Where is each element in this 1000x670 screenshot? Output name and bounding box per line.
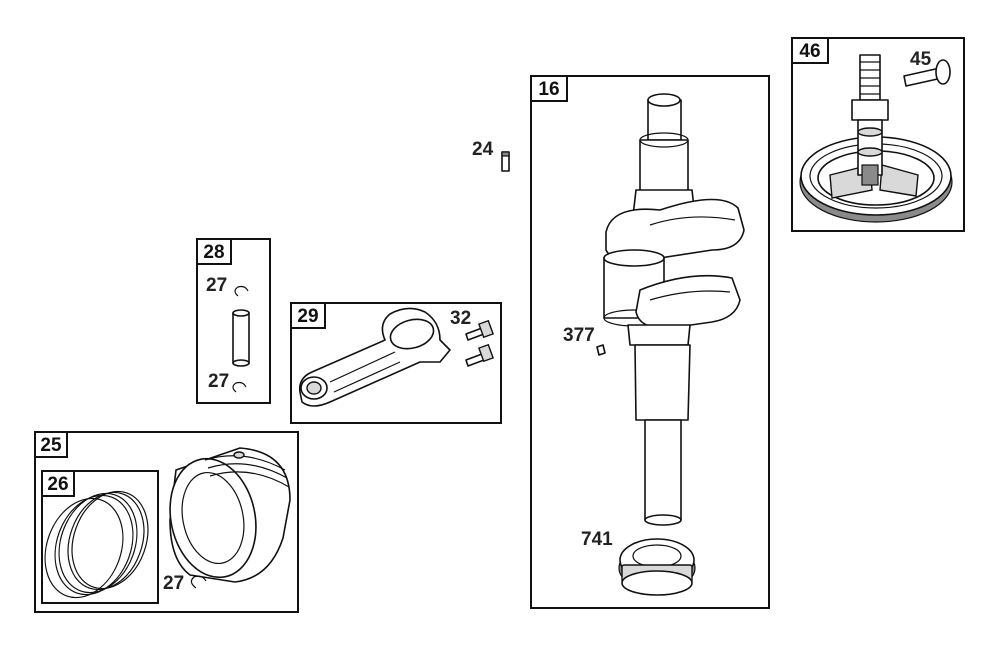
callout-377: 377 [563,325,595,346]
group-26-tag: 26 [47,474,68,495]
group-25-piston-assembly: 25 27 [34,431,299,613]
group-46-tag: 46 [799,41,820,62]
callout-27-piston: 27 [163,573,184,594]
retaining-ring-lower [232,381,247,393]
callout-45: 45 [910,49,932,70]
piston-rings [44,490,149,599]
part-24-key: 24 [472,139,510,172]
callout-741: 741 [581,529,613,550]
crankshaft [603,93,745,526]
group-28-piston-pin: 28 27 27 [196,238,271,404]
group-26-ring-set: 26 [41,470,159,604]
group-29-connecting-rod: 29 32 [290,302,502,424]
camshaft [851,54,889,186]
group-28-tag: 28 [203,242,224,263]
crank-gear [618,538,696,596]
part-377-key [596,344,606,356]
group-46-camshaft: 46 45 [791,37,965,232]
callout-27-lower: 27 [208,371,229,392]
group-16-crankshaft: 16 377 741 [530,75,770,609]
compression-release-pin [903,59,951,87]
callout-27-upper: 27 [206,275,227,296]
group-16-tag: 16 [538,79,559,100]
retaining-ring-upper [234,285,249,297]
retaining-ring [190,575,207,589]
rod-bolts [465,319,494,367]
piston [169,447,291,583]
group-29-tag: 29 [297,306,318,327]
connecting-rod [298,307,451,407]
piston-pin [232,309,250,367]
callout-24: 24 [472,139,494,160]
group-25-tag: 25 [40,435,62,456]
callout-32: 32 [450,308,471,329]
